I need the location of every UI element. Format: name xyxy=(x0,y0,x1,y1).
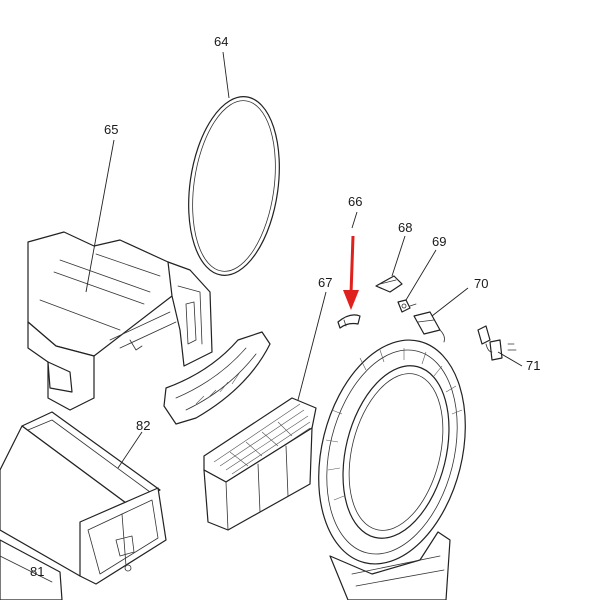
label-82: 82 xyxy=(136,418,150,433)
label-81: 81 xyxy=(30,564,44,579)
label-64: 64 xyxy=(214,34,228,49)
label-67: 67 xyxy=(318,275,332,290)
part-64-drive-belt xyxy=(188,96,280,276)
leader-70 xyxy=(431,287,469,317)
highlight-arrow xyxy=(343,235,359,310)
label-66: 66 xyxy=(348,194,362,209)
leader-66 xyxy=(351,211,358,229)
leader-67 xyxy=(297,291,327,401)
part-81-lower-box xyxy=(0,539,63,600)
front-panel-ring xyxy=(318,339,466,600)
part-68-bracket xyxy=(375,275,403,293)
leader-82 xyxy=(117,431,143,469)
leader-65 xyxy=(85,139,115,293)
label-65: 65 xyxy=(104,122,118,137)
part-67-lint-filter xyxy=(203,397,317,531)
label-69: 69 xyxy=(432,234,446,249)
part-70-sensor xyxy=(413,311,445,343)
part-66-clip xyxy=(337,314,361,329)
part-65-housing xyxy=(27,231,213,411)
leader-71 xyxy=(497,351,523,367)
part-69-screw xyxy=(397,299,417,313)
label-70: 70 xyxy=(474,276,488,291)
part-71-connector xyxy=(477,325,517,361)
leader-69 xyxy=(405,249,437,301)
label-68: 68 xyxy=(398,220,412,235)
part-82-filter-housing xyxy=(0,411,167,585)
label-71: 71 xyxy=(526,358,540,373)
leader-64 xyxy=(222,51,230,99)
leader-68 xyxy=(391,235,406,277)
curved-duct-part xyxy=(163,331,271,425)
